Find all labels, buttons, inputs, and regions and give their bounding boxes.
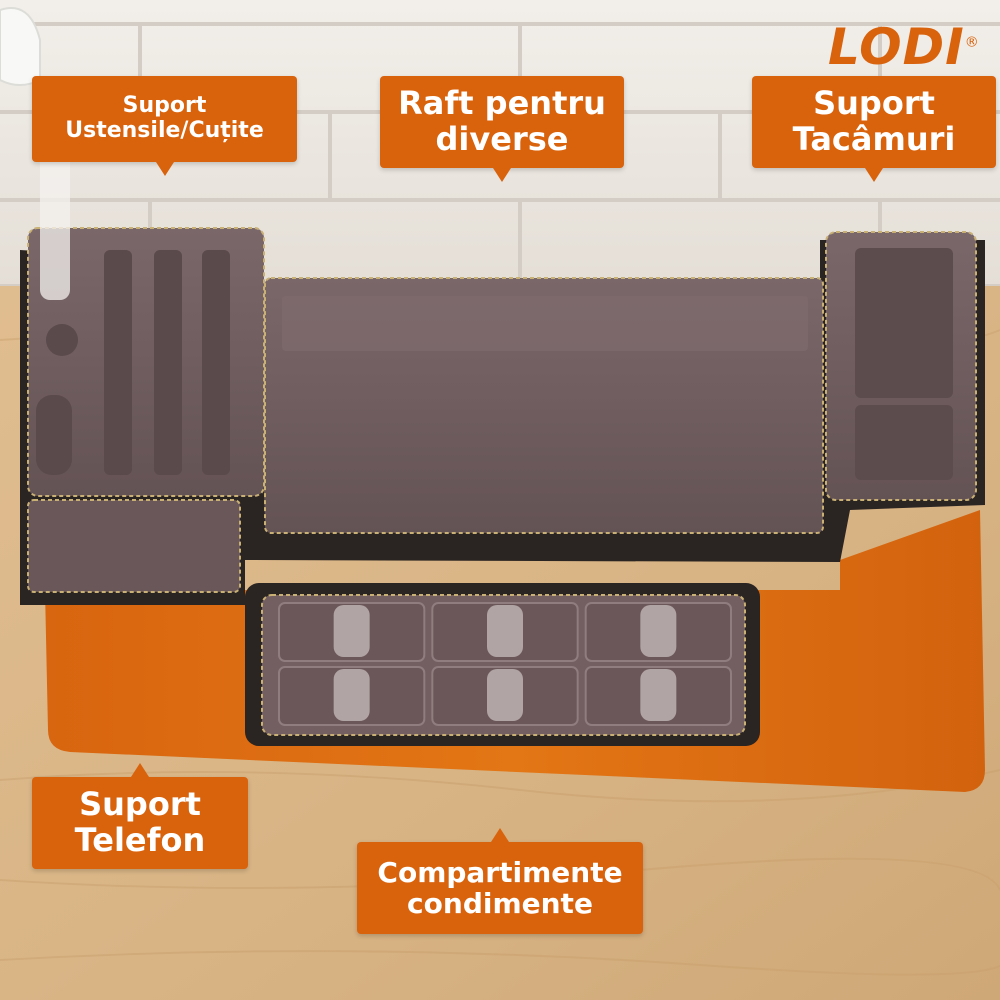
utensil-handle (40, 150, 70, 300)
spice-lid-handle (333, 605, 370, 657)
spice-lid-handle (640, 605, 677, 657)
label-line-1: Suport (813, 84, 935, 123)
label-line-1: Suport (122, 93, 207, 119)
label-line-1: Compartimente (377, 855, 623, 889)
spice-lid-handle (487, 669, 523, 721)
label-line-2: Ustensile/Cuțite (65, 118, 264, 143)
spice-lid-handle (640, 669, 677, 721)
label-line-2: Tacâmuri (792, 120, 956, 158)
wall-hook (0, 7, 41, 86)
label-cutlery-holder: Suport Tacâmuri (752, 76, 996, 182)
label-line-2: diverse (435, 120, 569, 158)
brand-logo-text: LODI (828, 18, 965, 76)
brand-logo: LODI® (828, 18, 980, 76)
label-line-2: condimente (407, 887, 593, 920)
label-line-1: Raft pentru (398, 84, 606, 123)
shelf-inner-rim (282, 296, 808, 351)
knife-slots (36, 250, 230, 475)
spice-lid-handle (333, 669, 370, 721)
label-line-1: Suport (79, 785, 201, 824)
cutlery-slot-bottom (855, 405, 953, 480)
spice-compartments (278, 602, 733, 726)
label-phone-holder: Suport Telefon (32, 763, 248, 869)
label-utensil-holder: Suport Ustensile/Cuțite (32, 76, 297, 176)
phone-stand (27, 499, 241, 593)
label-line-2: Telefon (74, 821, 206, 859)
spice-lid-handle (487, 605, 523, 657)
cutlery-slot-top (855, 248, 953, 398)
label-shelf: Raft pentru diverse (380, 76, 624, 182)
label-spice-compartments: Compartimente condimente (357, 828, 643, 934)
registered-mark: ® (964, 34, 980, 51)
